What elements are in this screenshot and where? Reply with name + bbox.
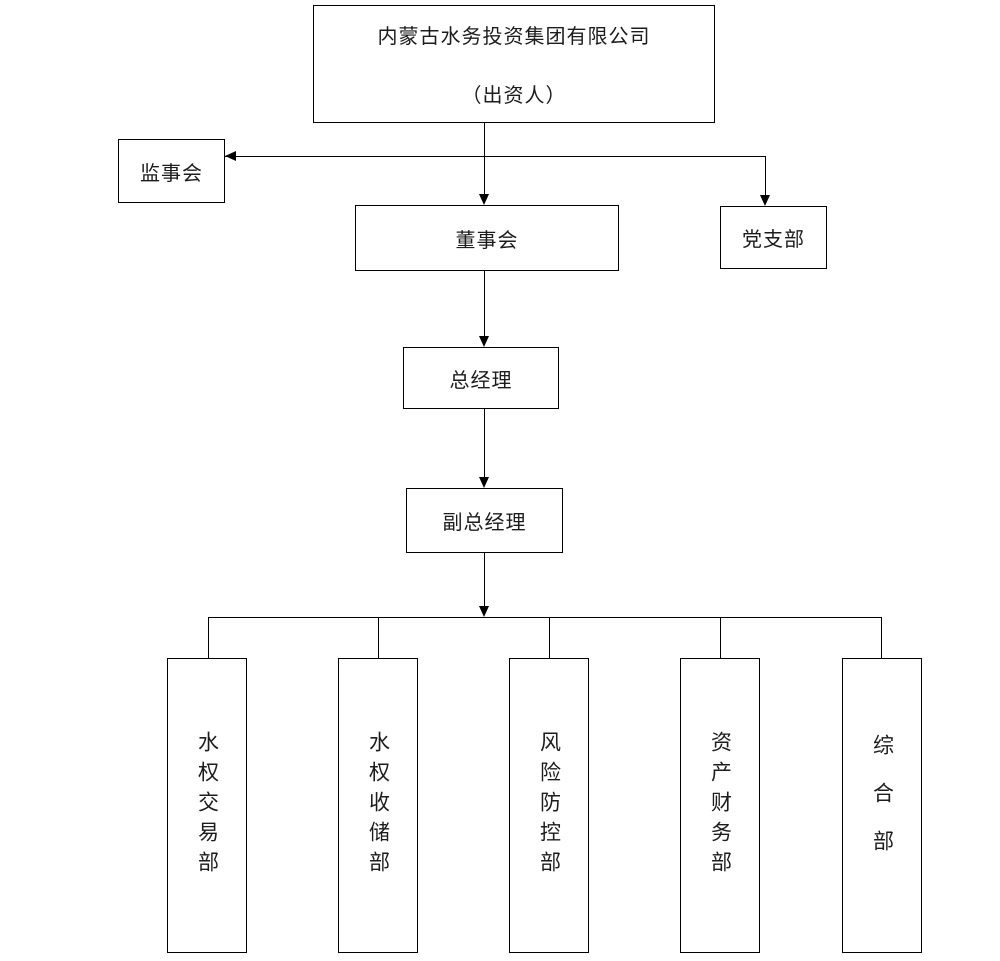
arrowhead-to-general-manager [479,336,489,347]
connector-board-to-gm [484,271,485,337]
arrowhead-to-departments [479,606,489,617]
node-supervisory-board-label: 监事会 [140,162,203,185]
node-investor-company-subtitle: （出资人） [461,85,567,107]
node-dept-risk-control-label: 风险防控部 [537,730,562,881]
node-general-manager: 总经理 [403,347,559,409]
node-dept-risk-control: 风险防控部 [509,658,589,953]
arrowhead-to-party-branch [760,195,770,206]
node-general-manager-label: 总经理 [449,369,513,392]
connector-gm-to-dgm [484,409,485,478]
connector-crossbar-to-party-branch [765,156,766,196]
node-dept-asset-finance: 资产财务部 [680,658,760,953]
connector-dgm-to-departments [484,553,485,607]
arrowhead-to-board-of-directors [479,194,489,205]
connector-drop-dept-5 [881,617,882,658]
node-party-branch: 党支部 [720,206,827,269]
node-dept-asset-finance-label: 资产财务部 [708,730,733,881]
node-dept-water-rights-storage: 水权收储部 [338,658,418,953]
node-dept-water-rights-trading: 水权交易部 [167,658,247,953]
node-deputy-general-manager-label: 副总经理 [442,512,527,534]
node-deputy-general-manager: 副总经理 [406,488,563,553]
connector-departments-crossbar [208,617,882,618]
node-investor-company-name: 内蒙古水务投资集团有限公司 [377,26,651,48]
arrowhead-to-supervisory-board [225,151,236,161]
node-supervisory-board: 监事会 [118,139,225,203]
node-board-of-directors-label: 董事会 [455,229,519,252]
connector-drop-dept-2 [378,617,379,658]
connector-top-crossbar [225,156,765,157]
connector-root-to-board [484,123,485,196]
connector-drop-dept-1 [208,617,209,658]
node-investor-company: 内蒙古水务投资集团有限公司 （出资人） [313,5,715,123]
node-dept-water-rights-storage-label: 水权收储部 [366,730,391,881]
node-dept-general-affairs-label: 综合部 [870,733,895,878]
node-party-branch-label: 党支部 [742,229,805,251]
connector-drop-dept-3 [549,617,550,658]
arrowhead-to-deputy-general-manager [479,477,489,488]
node-dept-general-affairs: 综合部 [842,658,922,953]
node-board-of-directors: 董事会 [355,205,619,271]
connector-drop-dept-4 [720,617,721,658]
node-dept-water-rights-trading-label: 水权交易部 [195,730,220,881]
